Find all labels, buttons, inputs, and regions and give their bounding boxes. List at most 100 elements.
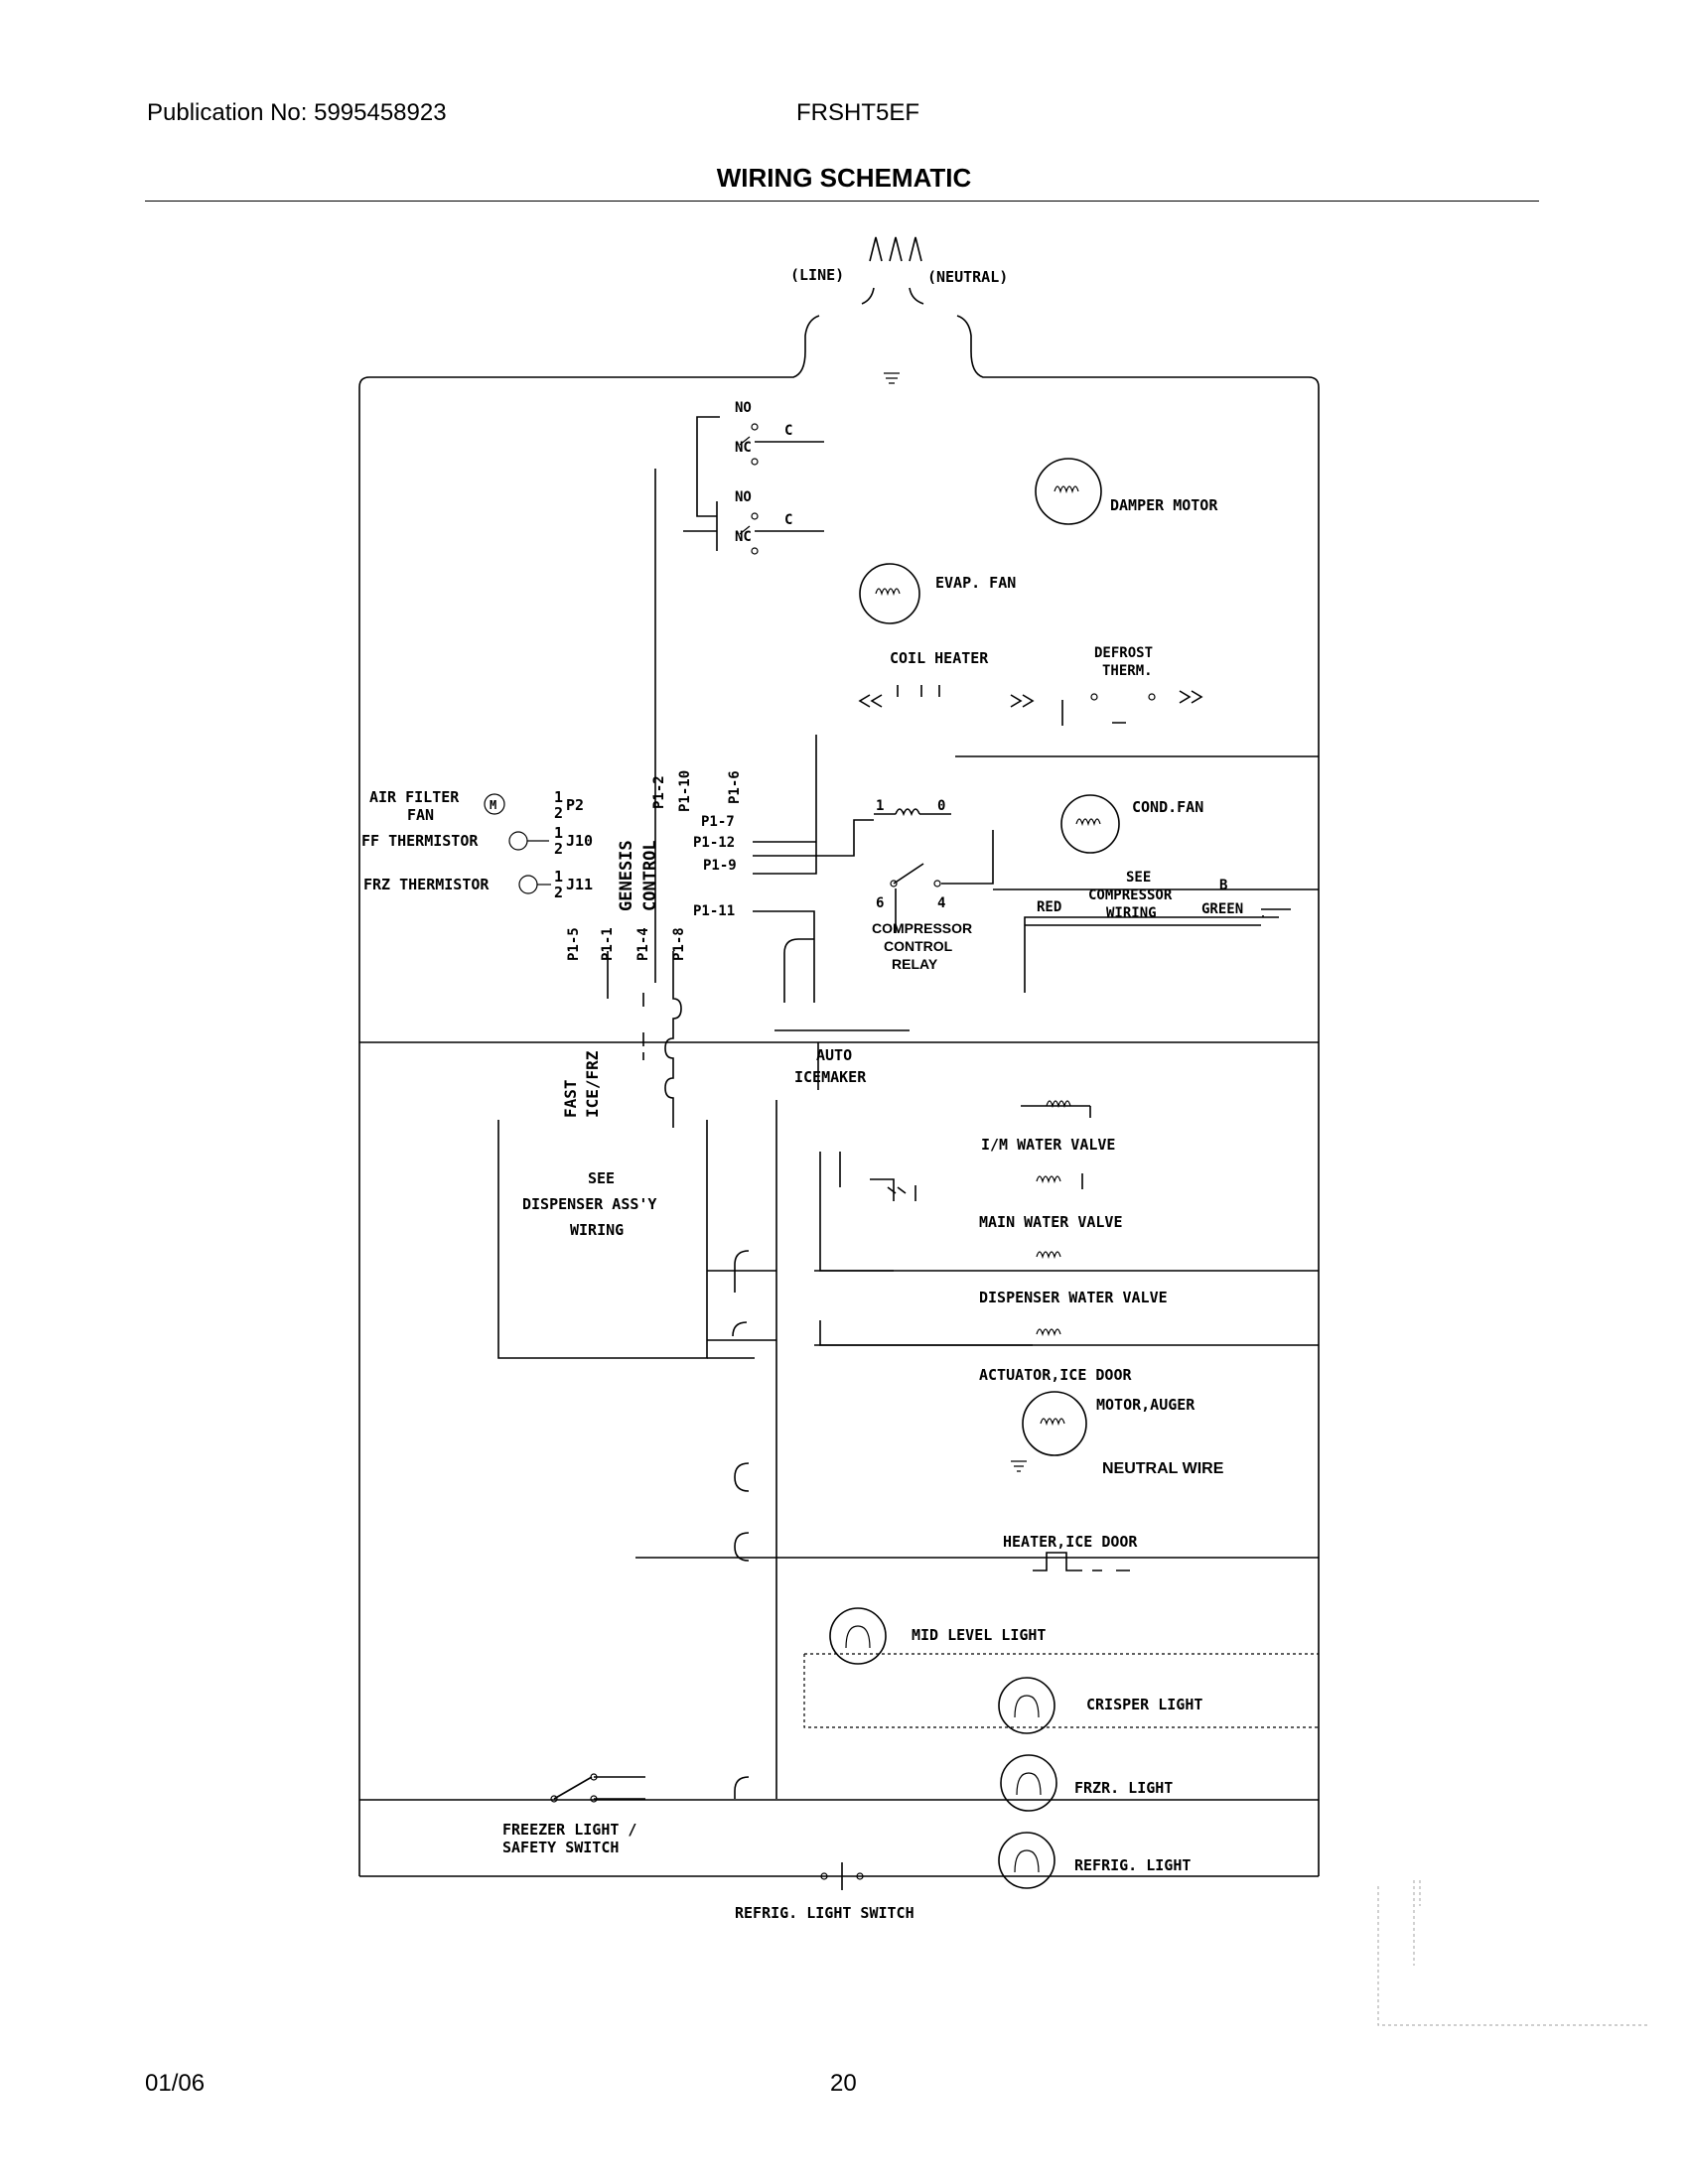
j10-label: J10 <box>566 832 593 850</box>
no-label-2: NO <box>735 489 752 505</box>
air-filter-fan-icon <box>484 793 505 815</box>
fast-label-2: ICE/FRZ <box>583 1050 602 1118</box>
damper-motor-label: DAMPER MOTOR <box>1110 496 1218 514</box>
dispenser-label-3: WIRING <box>570 1221 624 1239</box>
actuator-ice-door-icon <box>1036 1328 1061 1337</box>
p1-12-label: P1-12 <box>693 835 735 851</box>
main-bus <box>775 1100 1033 1799</box>
heater-ice-door-icon <box>1033 1552 1130 1571</box>
compressor-relay-label-1: COMPRESSOR <box>872 920 972 936</box>
auto-icemaker-label-2: ICEMAKER <box>794 1068 867 1086</box>
mid-level-light-label: MID LEVEL LIGHT <box>912 1626 1046 1644</box>
nc-label-2: NC <box>735 529 752 545</box>
scan-artifact <box>1377 1880 1648 2026</box>
relay-pin-6: 6 <box>876 895 884 911</box>
p1-6-label: P1-6 <box>727 770 743 804</box>
cond-fan-label: COND.FAN <box>1132 798 1203 816</box>
ff-thermistor-label: FF THERMISTOR <box>361 832 479 850</box>
auto-icemaker-label-1: AUTO <box>816 1046 852 1064</box>
p1-8-label: P1-8 <box>671 927 687 961</box>
p1-2-label: P1-2 <box>651 775 667 809</box>
damper-switches <box>654 416 824 983</box>
fast-label-1: FAST <box>561 1079 580 1118</box>
control-label: CONTROL <box>640 840 660 911</box>
icemaker-bus <box>774 1029 910 1090</box>
p1-5-label: P1-5 <box>566 927 582 961</box>
j10-pin2: 2 <box>554 840 563 858</box>
defrost-therm-icon <box>1061 690 1203 726</box>
p1-9-label: P1-9 <box>703 858 737 874</box>
evap-fan-icon <box>859 563 920 624</box>
branch-lines <box>635 755 1319 1559</box>
p1-10-label: P1-10 <box>677 770 693 812</box>
refrig-light-switch-label: REFRIG. LIGHT SWITCH <box>735 1904 914 1922</box>
defrost-therm-label-2: THERM. <box>1102 663 1153 679</box>
compressor-relay-label-2: CONTROL <box>884 938 953 954</box>
model-number: FRSHT5EF <box>796 99 920 126</box>
mid-light-wires <box>803 1653 1319 1728</box>
motor-auger-icon <box>1011 1391 1087 1472</box>
p1-11-label: P1-11 <box>693 903 735 919</box>
refrig-light-icon <box>998 1832 1055 1889</box>
motor-auger-label: MOTOR,AUGER <box>1096 1396 1196 1414</box>
freezer-switch-label-2: SAFETY SWITCH <box>502 1839 619 1856</box>
dispenser-box <box>497 1120 708 1359</box>
freezer-safety-switch-icon <box>550 1773 645 1803</box>
coil-heater-label: COIL HEATER <box>890 649 989 667</box>
main-water-valve-label: MAIN WATER VALVE <box>979 1213 1123 1231</box>
dispenser-label-1: SEE <box>588 1169 615 1187</box>
relay-pin-1: 1 <box>876 798 884 814</box>
heater-ice-door-label: HEATER,ICE DOOR <box>1003 1533 1138 1551</box>
dispenser-water-valve-icon <box>1036 1251 1061 1260</box>
refrig-light-switch-icon <box>820 1862 864 1890</box>
page-title: WIRING SCHEMATIC <box>716 163 972 193</box>
j10-pin1: 1 <box>554 824 563 842</box>
side-connectors <box>732 1250 750 1799</box>
dispenser-water-valve-label: DISPENSER WATER VALVE <box>979 1289 1168 1306</box>
relay-pin-4: 4 <box>937 895 945 911</box>
see-compressor-label-2: COMPRESSOR <box>1088 887 1173 903</box>
p1-7-label: P1-7 <box>701 814 735 830</box>
b-label: B <box>1219 878 1227 893</box>
compressor-relay-label-3: RELAY <box>892 956 938 972</box>
green-wire-label: GREEN <box>1201 901 1243 917</box>
mid-level-light-icon <box>829 1607 887 1665</box>
p1-1-label: P1-1 <box>600 927 616 961</box>
j11-pin2: 2 <box>554 884 563 901</box>
publication-number: Publication No: 5995458923 <box>147 99 447 126</box>
refrig-light-label: REFRIG. LIGHT <box>1074 1856 1191 1874</box>
damper-motor-icon <box>1035 458 1102 525</box>
neutral-wire-label: NEUTRAL WIRE <box>1102 1460 1224 1477</box>
compressor-relay-icon <box>874 808 1319 933</box>
c-label-2: C <box>784 512 792 528</box>
footer-date: 01/06 <box>145 2070 206 2097</box>
actuator-ice-door-label: ACTUATOR,ICE DOOR <box>979 1366 1132 1384</box>
crisper-light-icon <box>998 1677 1055 1734</box>
line-label: (LINE) <box>790 266 844 284</box>
c-label-1: C <box>784 423 792 439</box>
dispenser-label-2: DISPENSER ASS'Y <box>522 1195 656 1213</box>
p1-4-label: P1-4 <box>635 927 651 961</box>
defrost-therm-label-1: DEFROST <box>1094 645 1153 661</box>
see-compressor-label-3: WIRING <box>1106 905 1157 921</box>
frz-thermistor-label: FRZ THERMISTOR <box>363 876 490 893</box>
air-filter-label-2: FAN <box>407 806 434 824</box>
frz-thermistor-icon <box>518 875 551 894</box>
coil-heater-icon <box>858 685 1035 708</box>
p2-pin2: 2 <box>554 804 563 822</box>
relay-pin-0: 0 <box>937 798 945 814</box>
power-plug <box>358 236 1320 1876</box>
main-water-valve-icon <box>1036 1173 1083 1189</box>
ff-thermistor-icon <box>508 831 549 851</box>
see-compressor-label-1: SEE <box>1126 870 1151 886</box>
p2-label: P2 <box>566 796 584 814</box>
red-wire-label: RED <box>1037 899 1061 915</box>
frzr-light-icon <box>1000 1754 1057 1812</box>
crisper-light-label: CRISPER LIGHT <box>1086 1696 1202 1713</box>
cond-fan-icon <box>1060 794 1120 854</box>
im-water-valve-icon <box>1021 1100 1091 1118</box>
p2-pin1: 1 <box>554 788 563 806</box>
title-rule <box>145 201 1539 202</box>
freezer-switch-label-1: FREEZER LIGHT / <box>502 1821 636 1839</box>
